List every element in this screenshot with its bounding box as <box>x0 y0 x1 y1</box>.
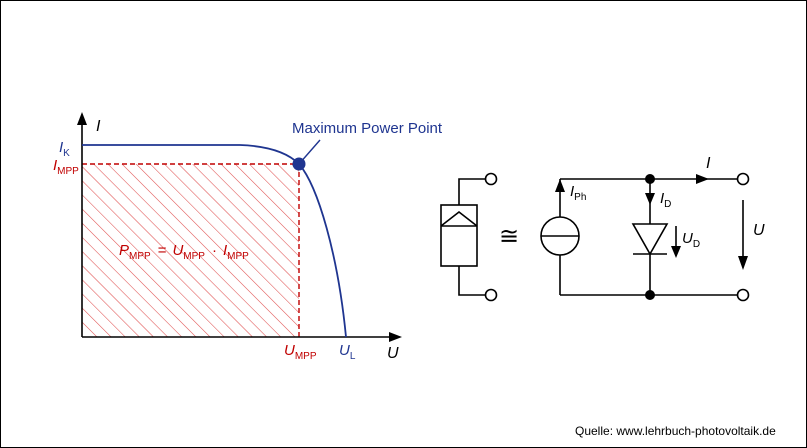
solar-cell-terminal-top <box>484 172 498 186</box>
ud-arrow-icon <box>671 246 681 258</box>
solar-cell-box <box>440 204 478 267</box>
y-axis-label: I <box>96 118 101 135</box>
junction-bottom <box>645 290 655 300</box>
iv-graph: I U IK IMPP UMPP UL Maximum Power Point … <box>53 112 443 362</box>
ik-label: IK <box>59 139 70 159</box>
terminal-bottom <box>736 288 750 302</box>
y-axis-arrow <box>77 112 87 125</box>
i-out-label: I <box>706 155 711 172</box>
iv-curve <box>82 144 347 338</box>
id-arrow-icon <box>645 193 655 205</box>
solar-cell-symbol <box>440 172 498 302</box>
iph-label: IPh <box>570 183 586 203</box>
diode-icon <box>631 223 669 256</box>
mpp-power-area <box>82 164 299 337</box>
impp-label: IMPP <box>53 157 79 177</box>
ul-label: UL <box>339 342 356 362</box>
source-credit: Quelle: www.lehrbuch-photovoltaik.de <box>575 424 776 438</box>
solar-cell-diode-icon <box>440 210 478 227</box>
mpp-label: Maximum Power Point <box>292 120 443 137</box>
mpp-point <box>292 157 306 171</box>
solar-cell-terminal-bottom <box>484 288 498 302</box>
ud-label: UD <box>682 230 700 250</box>
i-out-arrow-icon <box>696 174 709 184</box>
umpp-label: UMPP <box>284 342 317 362</box>
equivalence-sign: ≅ <box>499 223 519 250</box>
solar-cell-bottom-lead <box>458 266 487 296</box>
x-axis-label: U <box>387 345 399 362</box>
solar-cell-top-lead <box>458 178 487 205</box>
equivalent-circuit <box>540 178 738 296</box>
x-axis-arrow <box>389 332 402 342</box>
junction-top <box>645 174 655 184</box>
id-label: ID <box>660 190 671 210</box>
mpp-power-formula: PMPP=UMPP·IMPP <box>119 242 249 262</box>
terminal-top <box>736 172 750 186</box>
u-out-arrow-icon <box>738 256 748 270</box>
iph-arrow-icon <box>555 179 565 192</box>
u-out-label: U <box>753 222 765 239</box>
